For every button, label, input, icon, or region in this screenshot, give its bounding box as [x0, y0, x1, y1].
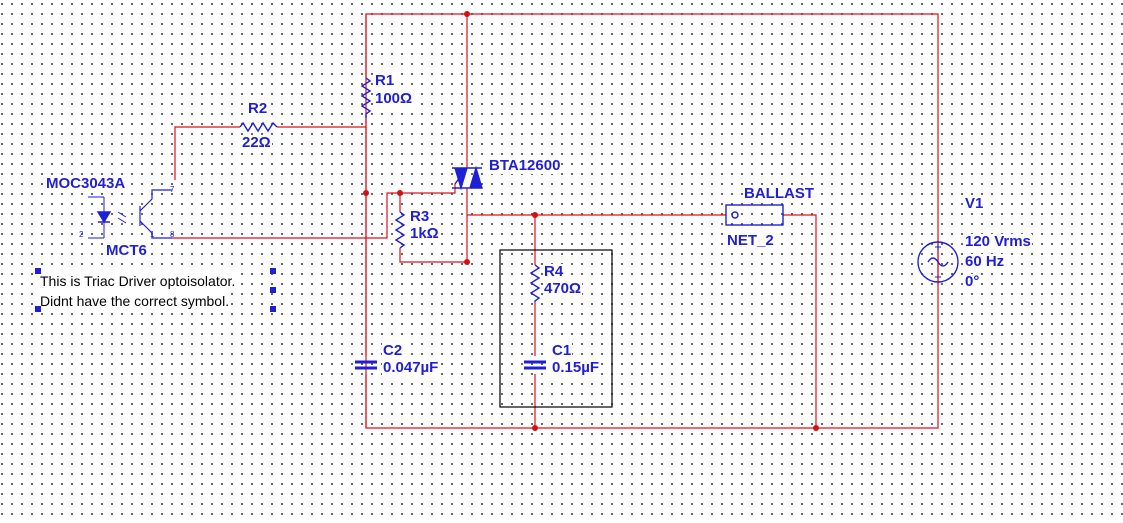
r3-value-label: 1kΩ	[409, 225, 440, 242]
v1-source-circle	[917, 241, 959, 283]
v1-sine	[927, 257, 949, 267]
note-line-1: This is Triac Driver optoisolator.	[40, 271, 236, 291]
r2-ref-label[interactable]: R2	[247, 100, 269, 117]
v1-frequency-label: 60 Hz	[964, 253, 1006, 270]
r4-value-label: 470Ω	[543, 280, 583, 297]
junction	[532, 212, 538, 218]
junctions	[363, 11, 819, 431]
junction	[397, 190, 403, 196]
ballast-ref-label[interactable]: BALLAST	[743, 185, 815, 202]
r3-ref-label[interactable]: R3	[409, 208, 431, 225]
v1-ref-label[interactable]: V1	[964, 195, 985, 212]
opto-pin-label: 7	[170, 185, 175, 194]
v1-voltage-label: 120 Vrms	[964, 233, 1032, 250]
r4-zigzag	[529, 264, 541, 302]
opto-light-arrows	[117, 211, 127, 224]
triac-ref-label[interactable]: BTA12600	[488, 157, 562, 174]
v1-phase-label: 0°	[964, 273, 981, 290]
selection-handle[interactable]	[35, 268, 41, 274]
junction	[532, 425, 538, 431]
wire-top	[365, 13, 939, 429]
junction	[813, 425, 819, 431]
c2-ref-label[interactable]: C2	[382, 342, 404, 359]
opto-pin-label: 8	[170, 230, 175, 239]
c1-plates	[524, 360, 546, 370]
c2-value-label: 0.047µF	[382, 359, 440, 376]
triac-symbol	[452, 165, 483, 191]
note-line-2: Didnt have the correct symbol.	[40, 291, 230, 311]
ballast-net-label: NET_2	[726, 232, 775, 249]
c1-ref-label[interactable]: C1	[551, 342, 573, 359]
opto-ref-label[interactable]: MOC3043A	[45, 175, 127, 192]
ballast-body	[725, 204, 784, 226]
wire-snubber	[467, 214, 817, 428]
r4-ref-label[interactable]: R4	[543, 263, 565, 280]
opto-phototransistor	[139, 189, 172, 239]
r2-zigzag	[239, 121, 278, 133]
snubber-group-box	[499, 249, 613, 408]
opto-led-leads	[88, 196, 105, 239]
wire-opto-to-r3	[172, 192, 400, 239]
selection-handle[interactable]	[270, 287, 276, 293]
selection-handle[interactable]	[35, 306, 41, 312]
ballast-terminal	[731, 211, 739, 219]
wire-r2	[174, 126, 366, 180]
opto-pin-label: 2	[79, 230, 84, 239]
r1-ref-label[interactable]: R1	[374, 72, 396, 89]
v1-plus	[935, 244, 941, 250]
c1-value-label: 0.15µF	[551, 359, 600, 376]
annotation-note[interactable]: This is Triac Driver optoisolator. Didnt…	[38, 270, 278, 311]
junction	[363, 190, 369, 196]
junction	[464, 259, 470, 265]
junction	[464, 11, 470, 17]
wires	[172, 13, 939, 429]
selection-handle[interactable]	[270, 268, 276, 274]
r3-zigzag	[394, 211, 406, 249]
opto-pin-label: 1	[150, 230, 155, 239]
opto-part-label: MCT6	[105, 242, 148, 259]
selection-handle[interactable]	[270, 306, 276, 312]
r2-value-label: 22Ω	[241, 134, 272, 151]
opto-led	[96, 211, 112, 224]
wire-gate	[400, 184, 456, 194]
r1-value-label: 100Ω	[374, 90, 414, 107]
components	[88, 77, 959, 370]
c2-plates	[355, 360, 377, 370]
r1-zigzag	[360, 77, 372, 118]
wire-r3	[399, 193, 467, 263]
